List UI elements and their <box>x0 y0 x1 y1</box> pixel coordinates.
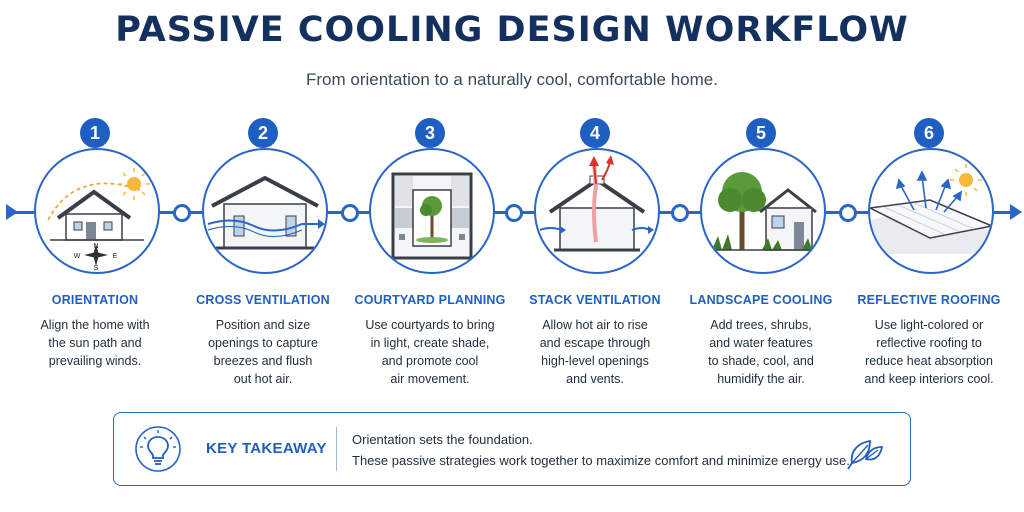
step-title: LANDSCAPE COOLING <box>689 293 833 307</box>
step-title: CROSS VENTILATION <box>196 293 330 307</box>
takeaway-line-1: Orientation sets the foundation. <box>352 432 533 447</box>
courtyard-plan-icon <box>369 148 495 274</box>
step-title: REFLECTIVE ROOFING <box>857 293 1001 307</box>
compass-e: E <box>113 253 118 260</box>
desc-line: Use light-colored or <box>874 318 984 332</box>
page-title: PASSIVE COOLING DESIGN WORKFLOW <box>115 10 909 50</box>
step-description: Use courtyards to bring in light, create… <box>350 316 510 388</box>
page-subtitle: From orientation to a naturally cool, co… <box>306 70 718 89</box>
desc-line: Allow hot air to rise <box>542 318 648 332</box>
step-description: Use light-colored or reflective roofing … <box>849 316 1009 388</box>
house-sun-compass-icon: N S E W <box>34 148 160 274</box>
house-stack-vent-icon <box>534 148 660 274</box>
desc-line: the sun path and <box>48 336 142 350</box>
compass-w: W <box>74 253 81 260</box>
key-takeaway-label: KEY TAKEAWAY <box>206 440 327 457</box>
compass-s: S <box>94 265 99 272</box>
desc-line: in light, create shade, <box>370 336 490 350</box>
step-description: Position and size openings to capture br… <box>183 316 343 388</box>
desc-line: prevailing winds. <box>48 354 142 368</box>
desc-line: Align the home with <box>40 318 150 332</box>
desc-line: openings to capture <box>208 336 318 350</box>
step-description: Align the home with the sun path and pre… <box>15 316 175 370</box>
desc-line: Use courtyards to bring <box>365 318 495 332</box>
step-description: Add trees, shrubs, and water features to… <box>681 316 841 388</box>
flow-arrow-left <box>6 204 18 220</box>
desc-line: Position and size <box>215 318 311 332</box>
step-number: 1 <box>80 118 110 148</box>
desc-line: humidify the air. <box>717 372 805 386</box>
flow-node <box>341 204 359 222</box>
desc-line: out hot air. <box>233 372 293 386</box>
desc-line: Add trees, shrubs, <box>710 318 812 332</box>
desc-line: and water features <box>709 336 813 350</box>
flow-node <box>173 204 191 222</box>
flow-node <box>671 204 689 222</box>
flow-node <box>839 204 857 222</box>
desc-line: and keep interiors cool. <box>864 372 994 386</box>
flow-arrow-right <box>1010 204 1022 220</box>
compass-n: N <box>93 243 98 250</box>
step-number: 5 <box>746 118 776 148</box>
desc-line: reduce heat absorption <box>865 354 993 368</box>
takeaway-line-2: These passive strategies work together t… <box>352 453 850 468</box>
leaf-icon <box>842 427 888 473</box>
desc-line: and vents. <box>566 372 624 386</box>
desc-line: high-level openings <box>541 354 649 368</box>
key-takeaway-box: KEY TAKEAWAY Orientation sets the founda… <box>113 412 911 486</box>
house-breeze-icon <box>202 148 328 274</box>
step-description: Allow hot air to rise and escape through… <box>515 316 675 388</box>
step-title: STACK VENTILATION <box>529 293 661 307</box>
step-title: ORIENTATION <box>51 293 139 307</box>
step-number: 2 <box>248 118 278 148</box>
desc-line: breezes and flush <box>213 354 313 368</box>
house-tree-icon <box>700 148 826 274</box>
desc-line: reflective roofing to <box>876 336 982 350</box>
desc-line: to shade, cool, and <box>708 354 814 368</box>
desc-line: and escape through <box>539 336 651 350</box>
reflective-roof-icon <box>868 148 994 274</box>
divider <box>336 427 337 471</box>
flow-node <box>505 204 523 222</box>
step-number: 6 <box>914 118 944 148</box>
step-number: 3 <box>415 118 445 148</box>
step-title: COURTYARD PLANNING <box>354 293 506 307</box>
lightbulb-icon <box>134 425 182 473</box>
desc-line: and promote cool <box>381 354 479 368</box>
desc-line: air movement. <box>390 372 470 386</box>
step-number: 4 <box>580 118 610 148</box>
